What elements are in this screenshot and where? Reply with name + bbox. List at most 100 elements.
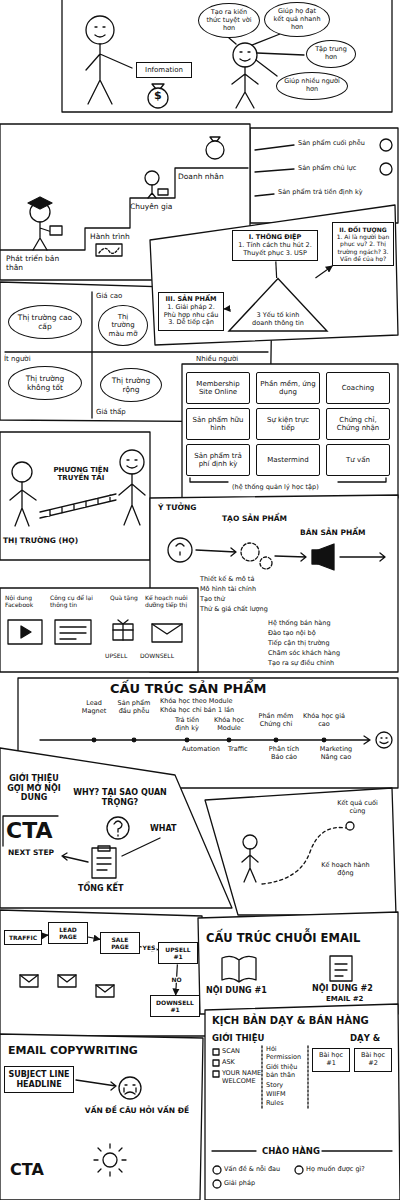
box-text: 1. Tính cách thu hút 2. Thuyết phục 3. U… xyxy=(236,242,314,258)
checkbox xyxy=(213,1060,219,1066)
text-box: LEAD PAGE xyxy=(48,922,88,944)
offer-item: Vấn đề & nỗi đau xyxy=(224,1166,280,1174)
bracket-note: (hệ thống quản lý học tập) xyxy=(232,484,319,492)
result-label: Kết quả cuối cùng xyxy=(330,800,385,816)
checklist-item: Hỏi Permission xyxy=(266,1046,310,1062)
channel-label: PHƯƠNG TIỆN TRUYỀN TẢI xyxy=(42,466,120,483)
timeline-dot xyxy=(227,738,231,742)
support-item: Traffic xyxy=(228,746,248,754)
box-text: Thị trường cao cấp xyxy=(15,313,75,331)
timeline-item: Khóa học chỉ bán 1 lần xyxy=(160,707,234,715)
product-cell: Phần mềm, ứng dụng xyxy=(256,372,320,404)
slide-card xyxy=(182,364,398,498)
play-icon xyxy=(21,626,31,638)
flow-arrow xyxy=(76,1080,116,1090)
product-cell: Membership Site Online xyxy=(186,372,250,404)
stick-figure xyxy=(86,44,132,104)
timeline-dot xyxy=(132,738,136,742)
figure-head xyxy=(12,462,32,482)
box-text: SALE PAGE xyxy=(104,936,136,950)
number-circle xyxy=(213,1166,221,1174)
book-icon xyxy=(222,956,256,982)
bridge-ladder xyxy=(40,494,116,518)
support-item: Automation xyxy=(182,746,220,754)
product-cell: Coaching xyxy=(326,372,390,404)
card-frame xyxy=(0,1034,203,1200)
triangle-node: 3 Yếu tố kinh doanh thông tin xyxy=(228,278,328,332)
target-icon xyxy=(346,822,354,830)
box-text: Sản phẩm trả phí định kỳ xyxy=(190,452,246,469)
product-cell: Mastermind xyxy=(256,444,320,476)
edge-label: NO xyxy=(170,976,182,983)
task-item: Hệ thống bán hàng xyxy=(268,620,331,628)
cta-text: CTA xyxy=(10,1160,44,1179)
market-ellipse: Thị trường rộng xyxy=(100,368,162,402)
stick-figure xyxy=(242,849,258,882)
box-text: Sự kiện trực tiếp xyxy=(260,416,316,433)
card-frame xyxy=(205,788,396,915)
product-cell: Tư vấn xyxy=(326,444,390,476)
cta-bracket xyxy=(3,816,160,862)
box-heading: I. THÔNG ĐIỆP xyxy=(236,234,314,242)
stick-figure xyxy=(33,222,52,250)
envelope-icon xyxy=(152,624,182,642)
support-item: Phân tích Báo cáo xyxy=(262,746,306,762)
slide-card xyxy=(205,1004,400,1200)
checklist-item: Giới thiệu bản thân xyxy=(266,1064,310,1080)
megaphone-icon xyxy=(318,544,334,570)
slide-card xyxy=(0,1034,203,1200)
checkbox xyxy=(213,1049,219,1055)
market-ellipse: Thị trường không tốt xyxy=(8,366,82,400)
slide-card xyxy=(62,0,392,112)
laptop-icon xyxy=(158,189,168,195)
cta-sub: NEXT STEP xyxy=(8,848,54,857)
connector xyxy=(315,266,332,278)
market-label: THỊ TRƯỜNG (HỌ) xyxy=(3,536,78,545)
section-title: VẤN ĐỀ CÂU HỎI VẤN ĐỀ xyxy=(82,1106,192,1115)
task-item: Tạo ra sự điều chỉnh xyxy=(268,660,334,668)
axis-label: Giá cao xyxy=(96,292,122,300)
question-mark xyxy=(114,821,122,836)
timeline-dot xyxy=(92,738,96,742)
step-title: TẠO SẢN PHẨM xyxy=(222,514,287,523)
task-item: Thiết kế & mô tả xyxy=(200,576,254,584)
card-frame xyxy=(182,364,398,498)
number-circle xyxy=(213,1180,221,1188)
stick-figure xyxy=(119,474,145,525)
triangle-outline xyxy=(229,279,327,332)
funnel-step: Kế hoạch nuôi dưỡng tiếp thị xyxy=(145,594,195,608)
clipboard-icon xyxy=(92,848,116,878)
stage-label: Phát triển bản thân xyxy=(6,254,64,272)
clipboard-lines xyxy=(335,964,347,976)
step-title: BÁN SẢN PHẨM xyxy=(300,528,366,537)
section-title: GIỚI THIỆU GỢI MỞ NỘI DUNG xyxy=(4,774,64,803)
money-bag xyxy=(148,88,168,108)
box-text: Mastermind xyxy=(260,456,316,464)
form-lines xyxy=(60,627,86,639)
box-text: LEAD PAGE xyxy=(52,926,84,940)
gift-ribbon xyxy=(113,620,133,640)
section-title: GIỚI THIỆU xyxy=(212,1033,264,1043)
box-text: Giúp họ đạt kết quả nhanh hơn xyxy=(272,8,322,31)
funnel-step: DOWNSELL xyxy=(140,652,174,659)
speech-bubble: Tập trung hơn xyxy=(306,40,356,68)
slide-card xyxy=(0,910,208,1036)
megaphone-icon xyxy=(312,550,318,564)
money-bag xyxy=(206,141,224,159)
graduation-cap xyxy=(28,197,52,209)
box-text: Thị trường rộng xyxy=(107,376,155,394)
box-text: Thị trường màu mỡ xyxy=(105,313,141,338)
text-box: III. SẢN PHẨM1. Giải pháp 2. Phù hợp nhu… xyxy=(158,292,224,331)
connector xyxy=(275,261,277,278)
book-icon xyxy=(50,226,62,235)
envelope-flap xyxy=(152,624,182,634)
task-item: Thử & giá chất lượng xyxy=(200,606,268,614)
stick-figure xyxy=(10,482,36,526)
offer-item: Họ muốn được gì? xyxy=(306,1166,365,1174)
figure-head xyxy=(86,16,114,44)
timeline-item: Phần mềm Chứng chỉ xyxy=(254,713,298,729)
slide-card xyxy=(0,748,232,908)
box-text: UPSELL #1 xyxy=(162,946,194,960)
slide-title: EMAIL COPYWRITING xyxy=(8,1044,138,1057)
box-text: Membership Site Online xyxy=(190,380,246,397)
